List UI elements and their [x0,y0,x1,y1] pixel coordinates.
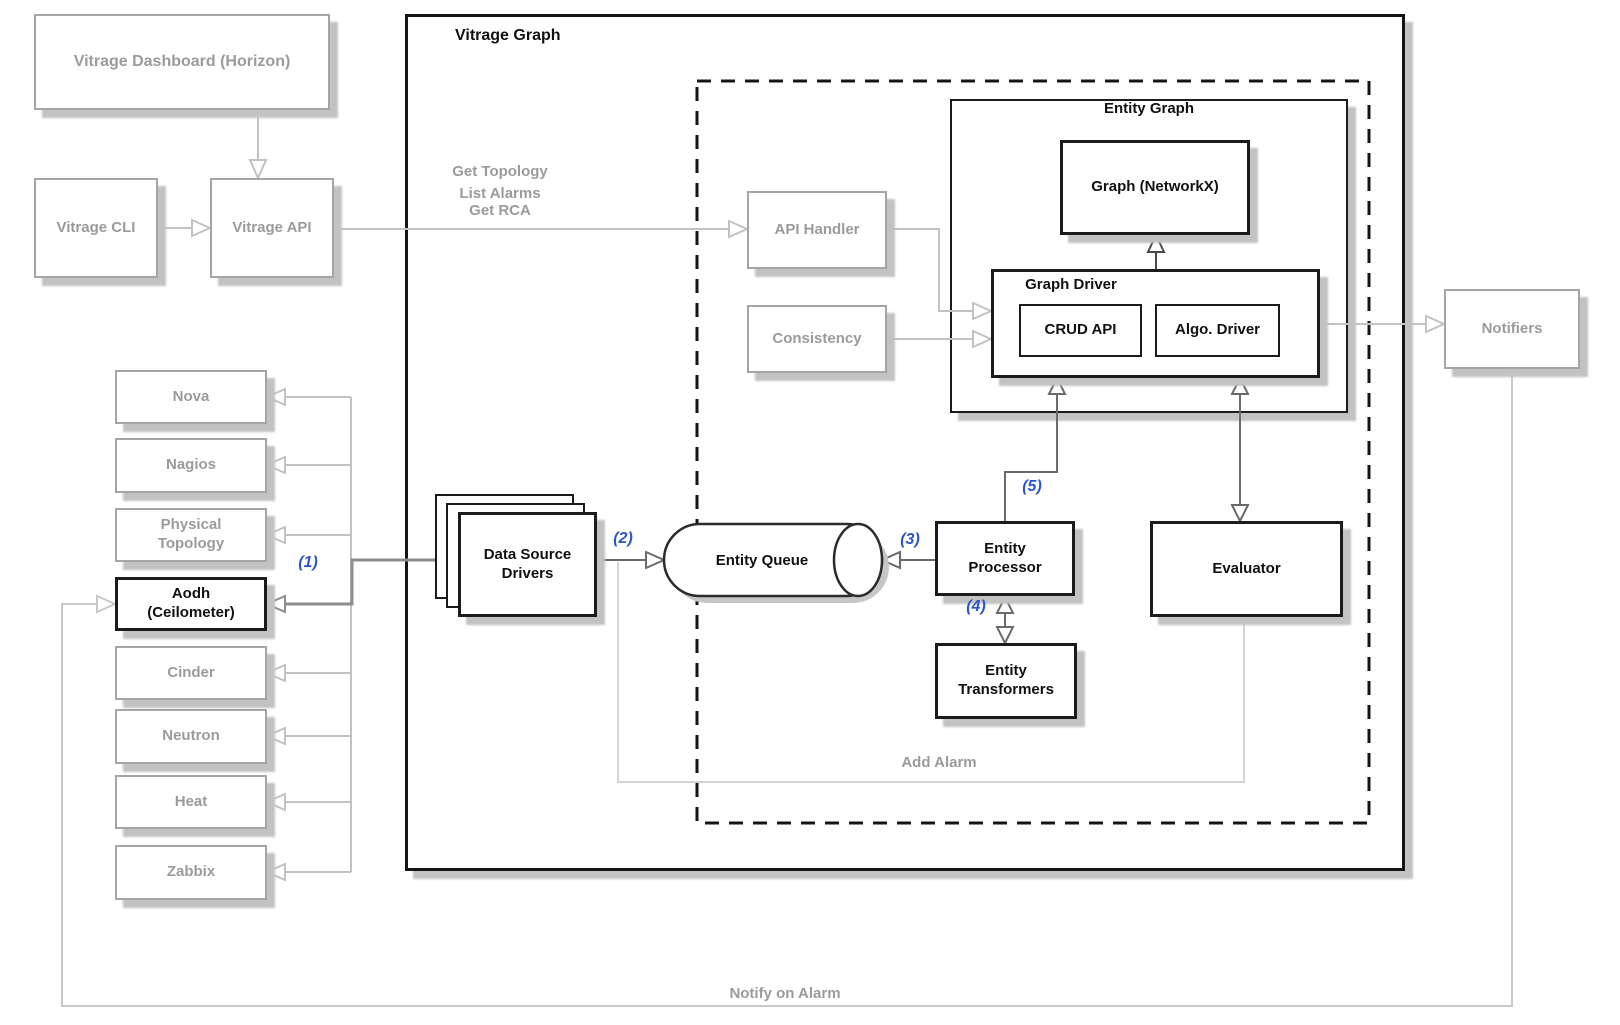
datasource-physical-topology-box: Physical Topology [115,508,267,562]
aodh-feed-path [264,558,440,614]
dark-arrowheads [645,375,1250,646]
step-1-label: (1) [298,554,318,571]
entity-processor-box: Entity Processor [935,521,1075,596]
step-4-label: (4) [966,598,986,615]
crud-api-label: CRUD API [1044,321,1117,339]
vitrage-graph-title: Vitrage Graph [455,27,561,44]
add-alarm-label: Add Alarm [901,754,977,771]
light-gray-arrowheads [191,159,1447,882]
datasource-heat-label: Heat [174,792,208,810]
vitrage-cli-box: Vitrage CLI [34,178,158,278]
step-2-label: (2) [613,530,633,547]
dark-connectors [597,394,1241,627]
vitrage-api-label: Vitrage API [232,218,312,236]
data-source-drivers-label: Data Source Drivers [483,545,572,582]
get-topology-label: Get Topology [452,163,548,180]
graph-driver-title: Graph Driver [1025,276,1117,293]
entity-processor-label: Entity Processor [968,539,1042,576]
get-rca-label: Get RCA [469,202,531,219]
datasource-nova-label: Nova [172,387,210,405]
algo-driver-label: Algo. Driver [1174,321,1261,339]
dashed-boundary-box [695,79,1371,825]
datasource-zabbix-box: Zabbix [115,845,267,900]
datasource-aodh-label: Aodh (Ceilometer) [147,585,235,621]
crud-api-box: CRUD API [1019,304,1142,357]
api-flow-labels: Get Topology List Alarms Get RCA [410,163,590,219]
datasource-neutron-label: Neutron [162,727,220,745]
notifiers-box: Notifiers [1444,289,1580,369]
datasource-nova-box: Nova [115,370,267,424]
evaluator-box: Evaluator [1150,521,1343,617]
api-handler-box: API Handler [747,191,887,269]
notify-on-alarm-label: Notify on Alarm [729,985,841,1002]
step-5-label: (5) [1022,478,1042,495]
datasource-nagios-label: Nagios [165,456,216,474]
datasource-nagios-box: Nagios [115,438,267,493]
datasource-cinder-label: Cinder [167,663,215,681]
entity-queue-shape [662,522,889,603]
graph-networkx-box: Graph (NetworkX) [1060,140,1250,235]
consistency-box: Consistency [747,305,887,373]
vitrage-dashboard-box: Vitrage Dashboard (Horizon) [34,14,330,110]
entity-graph-title: Entity Graph [1103,100,1194,117]
notify-on-alarm-path [61,369,1513,1007]
light-gray-connectors [158,110,1426,873]
datasource-zabbix-label: Zabbix [166,863,216,881]
graph-networkx-label: Graph (NetworkX) [1091,178,1219,196]
notifiers-label: Notifiers [1481,319,1543,337]
add-alarm-path [617,562,1245,783]
entity-transformers-label: Entity Transformers [958,662,1054,698]
graph-networkx-arrow [1146,232,1166,269]
datasource-heat-box: Heat [115,775,267,829]
datasource-neutron-box: Neutron [115,709,267,764]
api-handler-label: API Handler [774,220,860,238]
entity-transformers-box: Entity Transformers [935,643,1077,719]
step-3-label: (3) [900,531,920,548]
vitrage-dashboard-label: Vitrage Dashboard (Horizon) [73,53,291,70]
evaluator-label: Evaluator [1212,559,1281,577]
vitrage-api-box: Vitrage API [210,178,334,278]
datasource-aodh-box: Aodh (Ceilometer) [115,577,267,631]
data-source-drivers-box: Data Source Drivers [458,512,597,617]
entity-queue-label: Entity Queue [715,551,809,569]
datasource-cinder-box: Cinder [115,646,267,700]
list-alarms-label: List Alarms [459,185,541,202]
consistency-label: Consistency [772,329,862,347]
datasource-physical-topology-label: Physical Topology [157,516,225,552]
algo-driver-box: Algo. Driver [1155,304,1280,357]
vitrage-cli-label: Vitrage CLI [56,218,136,236]
